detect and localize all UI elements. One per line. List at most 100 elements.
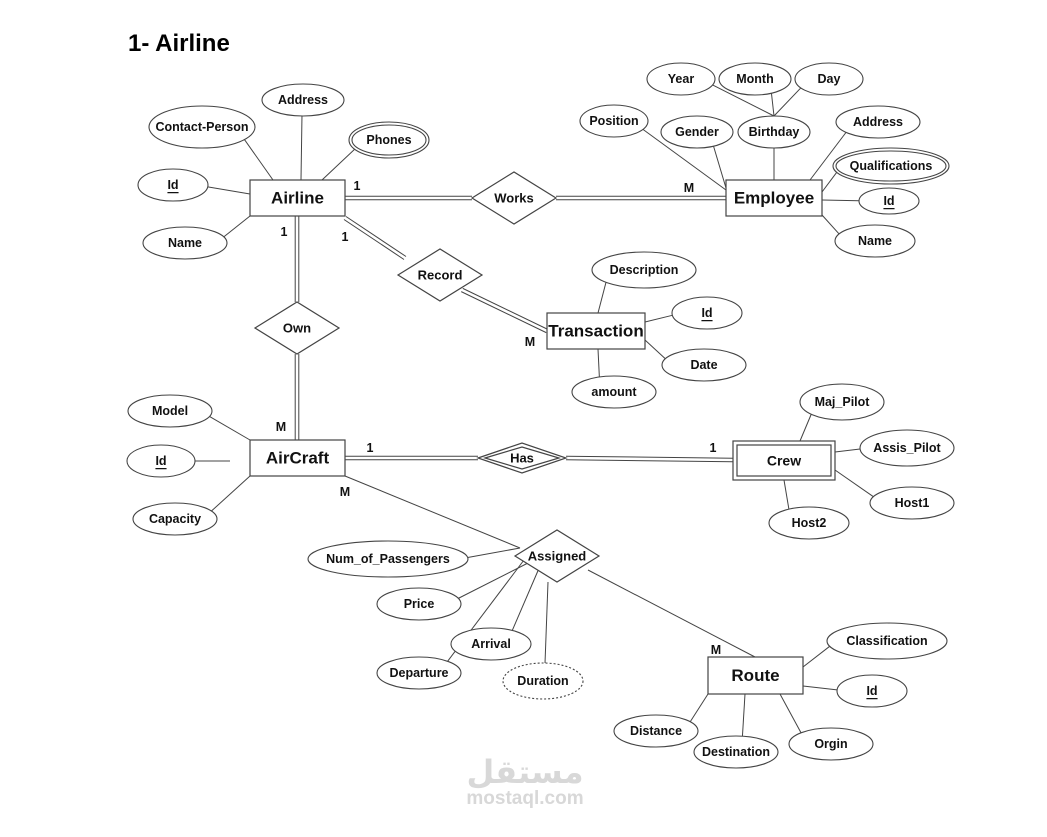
attribute-year-label: Year (668, 72, 695, 86)
attribute-phones (348, 121, 430, 159)
attribute-assis-pilot (859, 429, 955, 467)
watermark-latin: mostaql.com (466, 788, 584, 809)
attribute-qualifications-label: Qualifications (850, 159, 933, 173)
attribute-connector (821, 172, 838, 193)
cardinality-label: M (340, 485, 350, 499)
attribute-price (376, 587, 462, 621)
attribute-connector (597, 282, 607, 314)
attribute-name (834, 224, 916, 258)
attribute-model (127, 394, 213, 428)
cardinality-label: 1 (367, 441, 374, 455)
relationship-has-inner-border (482, 446, 562, 470)
attribute-qualifications (832, 147, 950, 185)
attribute-assis-pilot-label: Assis_Pilot (873, 441, 941, 455)
attribute-day-label: Day (818, 72, 841, 86)
attribute-address (261, 83, 345, 117)
attribute-id-label: Id (701, 306, 712, 320)
total-participation-line (343, 219, 405, 260)
attribute-id-label: Id (883, 194, 894, 208)
attribute-orgin (788, 727, 874, 761)
attribute-connector (741, 693, 746, 737)
attribute-month (718, 62, 792, 96)
attribute-contact-person (148, 105, 256, 149)
attribute-gender (660, 115, 734, 149)
attribute-connector (644, 339, 666, 360)
cardinality-label: M (711, 643, 721, 657)
watermark-logo: مستقل mostaql.com (440, 755, 610, 809)
attribute-birthday (737, 115, 811, 149)
attribute-connector (689, 693, 709, 722)
attribute-connector (544, 581, 549, 664)
attribute-num-of-passengers (307, 540, 469, 578)
attribute-connector (713, 146, 727, 189)
entity-employee-label: Employee (734, 189, 814, 208)
entity-airline (249, 179, 346, 217)
total-participation-line (462, 287, 548, 330)
attribute-connector (821, 214, 840, 235)
attribute-connector (802, 645, 830, 668)
attribute-birthday-label: Birthday (749, 125, 800, 139)
relationship-has (476, 442, 568, 474)
relationship-works-label: Works (494, 191, 534, 206)
attribute-connector (834, 469, 874, 498)
total-participation-line (345, 216, 407, 257)
attribute-duration-label: Duration (517, 674, 568, 688)
entity-crew-inner-border (736, 444, 832, 477)
attribute-name-label: Name (168, 236, 202, 250)
attribute-destination-label: Destination (702, 745, 770, 759)
attribute-connector (211, 475, 251, 512)
relationship-assigned (513, 529, 601, 583)
attribute-connector (511, 565, 541, 631)
attribute-id-label: Id (167, 178, 178, 192)
attribute-connector (321, 148, 355, 181)
attribute-connector (802, 685, 838, 691)
attribute-model-label: Model (152, 404, 188, 418)
attribute-date (661, 348, 747, 382)
attribute-duration (502, 662, 584, 700)
relationship-record (396, 248, 484, 302)
attribute-address (835, 105, 921, 139)
attribute-connector (712, 84, 775, 117)
relationship-record-label: Record (418, 268, 463, 283)
attribute-id-label: Id (866, 684, 877, 698)
attribute-connector (773, 87, 802, 117)
attribute-amount-label: amount (591, 385, 637, 399)
attribute-classification (826, 622, 948, 660)
attribute-connector (597, 348, 600, 378)
attribute-id (836, 674, 908, 708)
attribute-connector (458, 562, 529, 599)
entity-crew (732, 440, 836, 481)
attribute-connector (770, 93, 775, 117)
entity-employee (725, 179, 823, 217)
attribute-connector (644, 314, 673, 323)
watermark-arabic: مستقل (466, 753, 584, 791)
relationship-own (253, 301, 341, 355)
attribute-capacity-label: Capacity (149, 512, 201, 526)
attribute-connector (799, 414, 812, 442)
attribute-host1 (869, 486, 955, 520)
entity-route-label: Route (731, 666, 779, 685)
attribute-id (671, 296, 743, 330)
attribute-destination (693, 735, 779, 769)
entity-transaction (546, 312, 646, 350)
entity-airline-label: Airline (271, 189, 324, 208)
attribute-host2 (768, 506, 850, 540)
attribute-connector (467, 547, 521, 558)
attribute-connector (223, 215, 251, 238)
attribute-address-label: Address (853, 115, 903, 129)
attribute-phones-inner-border (351, 124, 427, 156)
cardinality-label: M (684, 181, 694, 195)
total-participation-line (461, 291, 547, 334)
attribute-contact-person-label: Contact-Person (155, 120, 248, 134)
attribute-name (142, 226, 228, 260)
relationship-assigned-label: Assigned (528, 549, 587, 564)
attribute-distance-label: Distance (630, 724, 682, 738)
attribute-num-of-passengers-label: Num_of_Passengers (326, 552, 450, 566)
entity-crew-label: Crew (767, 453, 801, 469)
attribute-connector (821, 199, 860, 202)
total-participation-line (566, 455, 734, 459)
attribute-capacity (132, 502, 218, 536)
relationship-own-label: Own (283, 321, 311, 336)
attribute-connector (642, 128, 727, 191)
